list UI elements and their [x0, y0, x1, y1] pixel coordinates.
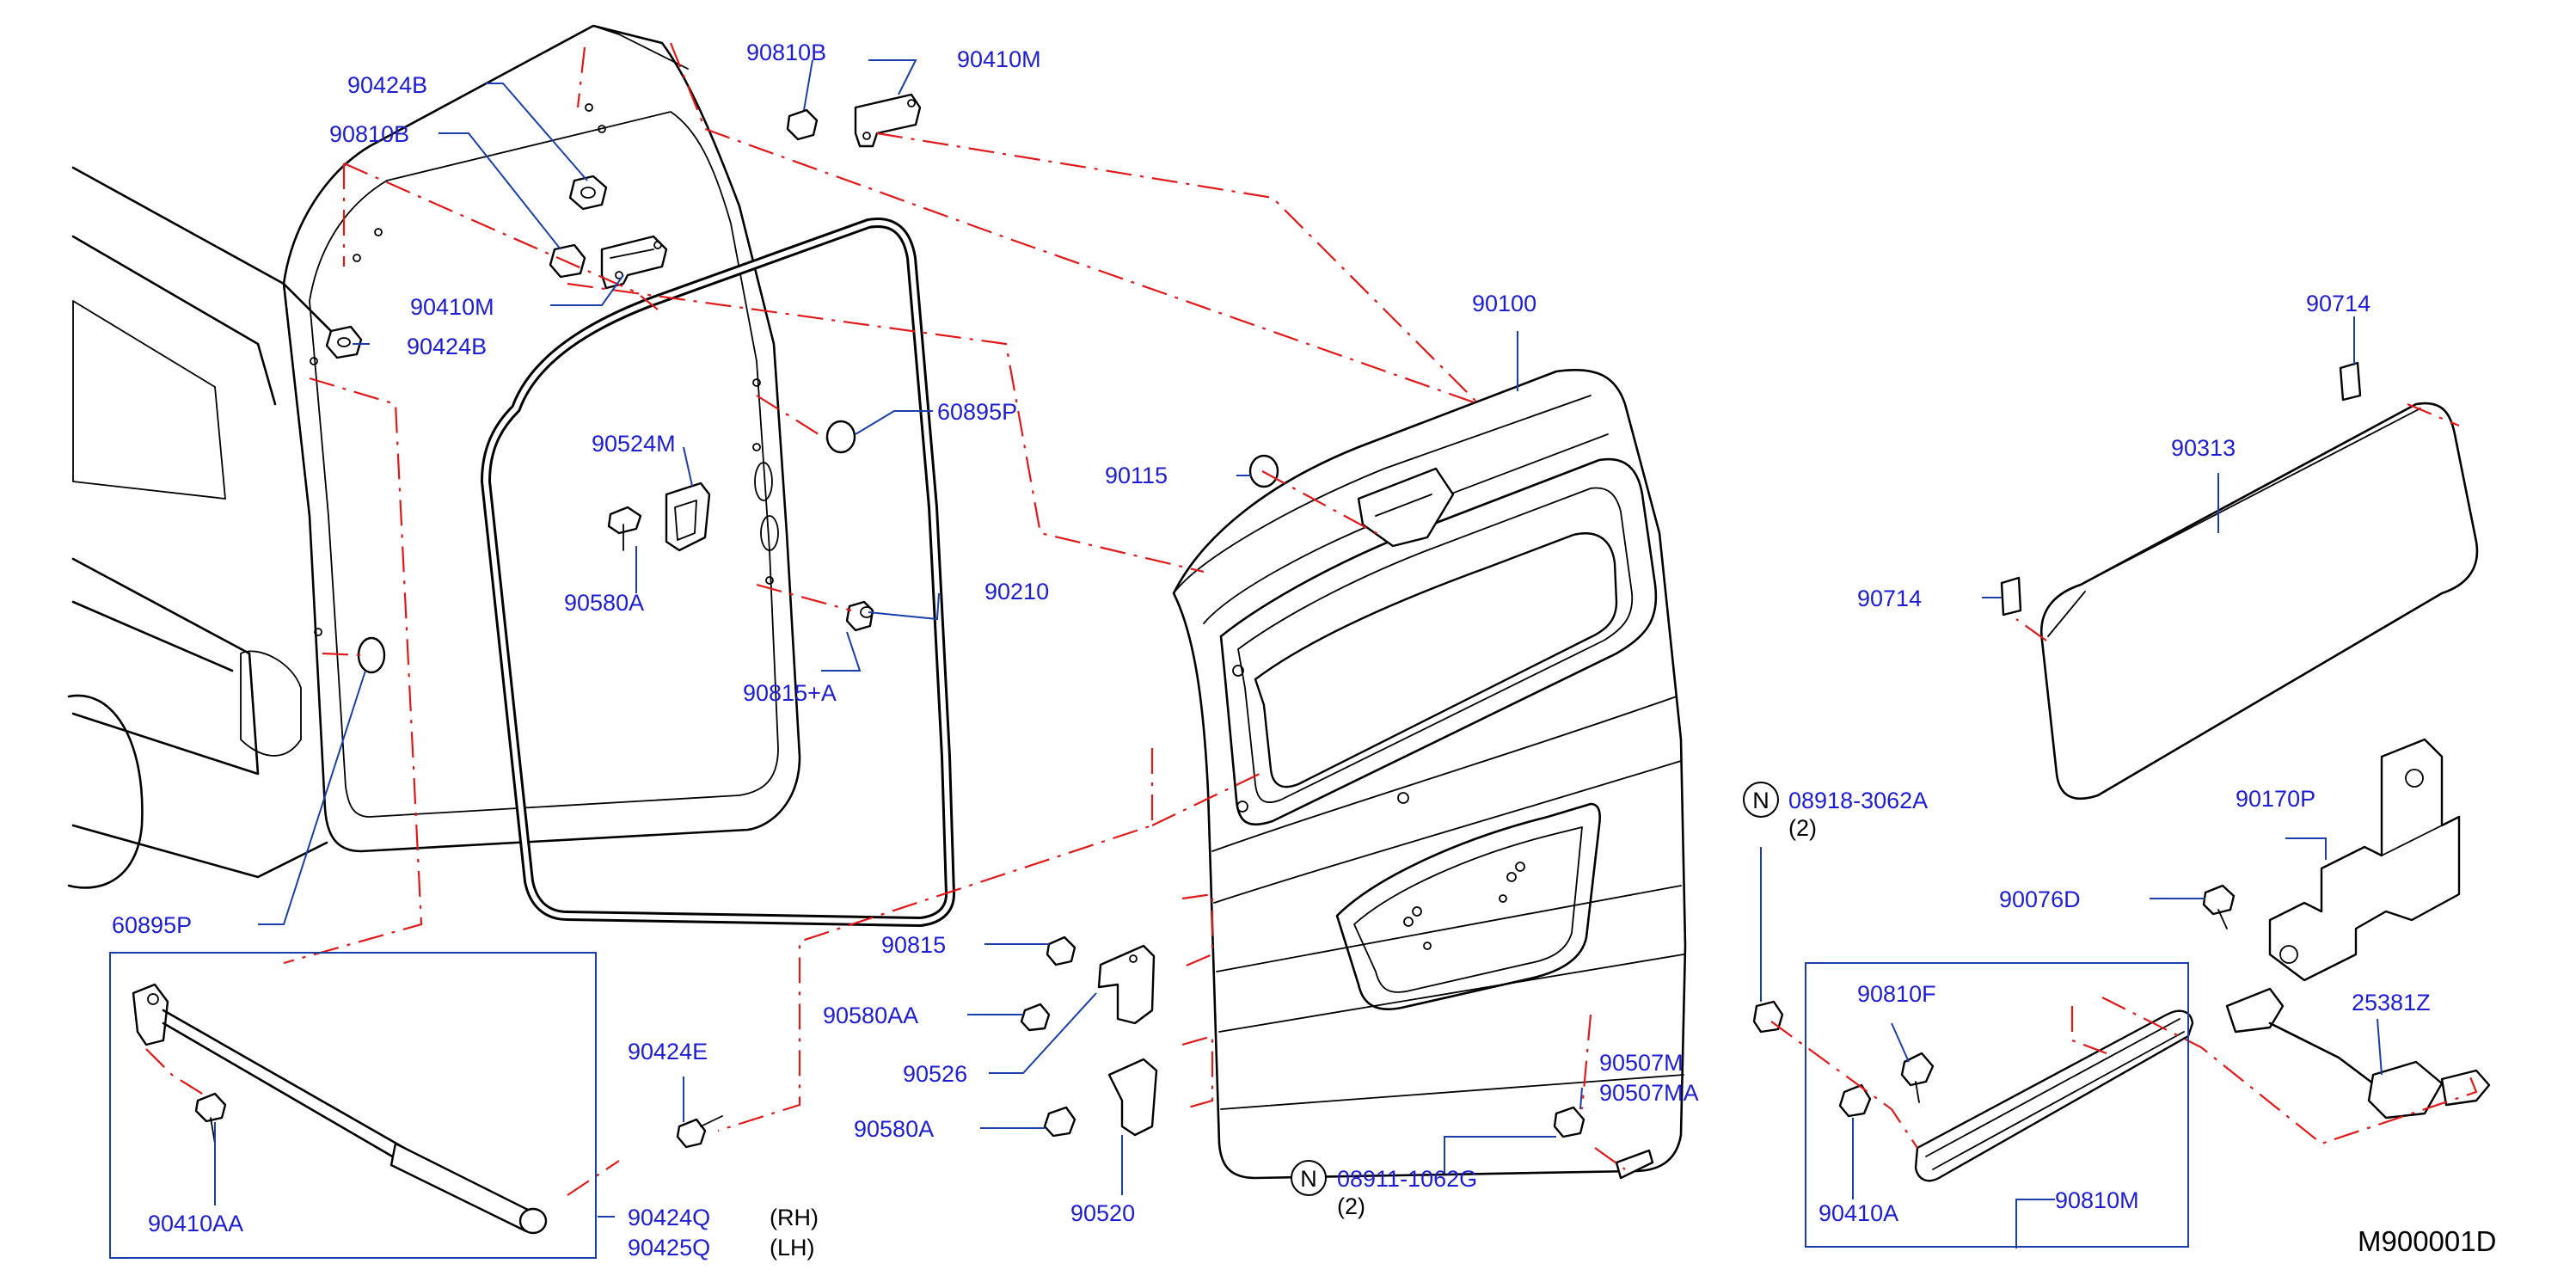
label-90507MA: 90507MA [1599, 1080, 1699, 1106]
label-90410AA: 90410AA [148, 1211, 243, 1236]
diagram-code: M900001D [2358, 1225, 2496, 1257]
label-08918: 08918-3062A [1788, 788, 1928, 813]
label-90714-top: 90714 [2306, 291, 2371, 316]
label-90580A-lower: 90580A [854, 1116, 934, 1142]
label-90313: 90313 [2171, 435, 2236, 461]
label-90810M: 90810M [2055, 1187, 2139, 1213]
label-90580A-upper: 90580A [564, 590, 644, 616]
part-labels: 90424B 90810B 90810B 90410M 90410M 90424… [112, 40, 2431, 1261]
frame-components [325, 93, 922, 674]
label-08911: 08911-1062G [1337, 1166, 1477, 1192]
n-mark-08918 [1743, 782, 1779, 818]
qty-08918: (2) [1788, 815, 1817, 841]
label-90210: 90210 [984, 579, 1049, 604]
label-90424B-mid: 90424B [407, 334, 487, 359]
note-rh: (RH) [770, 1205, 819, 1230]
label-90810B-top: 90810B [746, 40, 826, 65]
label-90810F: 90810F [1857, 981, 1936, 1007]
n-mark-08918-label: N [1752, 788, 1769, 813]
label-90100: 90100 [1472, 291, 1536, 316]
gas-stay [132, 983, 548, 1235]
label-90714-left: 90714 [1857, 586, 1922, 611]
n-mark-08911-label: N [1300, 1166, 1317, 1192]
stop-lamp [1752, 1000, 2194, 1182]
label-90526: 90526 [903, 1061, 967, 1087]
vehicle-body [67, 24, 801, 889]
label-90410M-top: 90410M [957, 46, 1041, 72]
label-90580AA: 90580AA [823, 1003, 918, 1028]
label-90524M: 90524M [592, 431, 676, 457]
label-90410M-left: 90410M [410, 294, 494, 320]
label-90170P: 90170P [2236, 786, 2315, 812]
lower-hinges [676, 936, 1654, 1180]
weatherstrip [480, 218, 956, 928]
label-60895P-left: 60895P [112, 912, 192, 938]
label-90424Q: 90424Q [628, 1205, 710, 1230]
label-90810B-left: 90810B [329, 121, 409, 147]
label-90076D: 90076D [1999, 886, 2081, 912]
label-90410A: 90410A [1819, 1200, 1898, 1226]
label-90425Q: 90425Q [628, 1235, 710, 1261]
back-glass [2000, 361, 2479, 801]
label-90424B-top: 90424B [347, 72, 427, 98]
leader-lines [214, 59, 2383, 1248]
label-90424E: 90424E [628, 1039, 708, 1064]
wiring-harness [2225, 987, 2491, 1120]
n-mark-08911 [1291, 1160, 1327, 1196]
gas-stay-box [109, 952, 597, 1259]
label-90815A: 90815+A [743, 680, 837, 706]
stop-lamp-box [1805, 962, 2189, 1248]
label-90815: 90815 [881, 932, 946, 958]
label-90115: 90115 [1105, 463, 1168, 488]
lock-assembly [2202, 738, 2461, 982]
back-door-panel [1172, 369, 1687, 1180]
label-90507M: 90507M [1599, 1050, 1684, 1076]
label-60895P-right: 60895P [937, 399, 1017, 425]
qty-08911: (2) [1337, 1193, 1365, 1219]
note-lh: (LH) [770, 1235, 815, 1261]
phantom-lines [145, 42, 2478, 1196]
label-25381Z: 25381Z [2352, 990, 2431, 1015]
label-90520: 90520 [1070, 1200, 1135, 1226]
